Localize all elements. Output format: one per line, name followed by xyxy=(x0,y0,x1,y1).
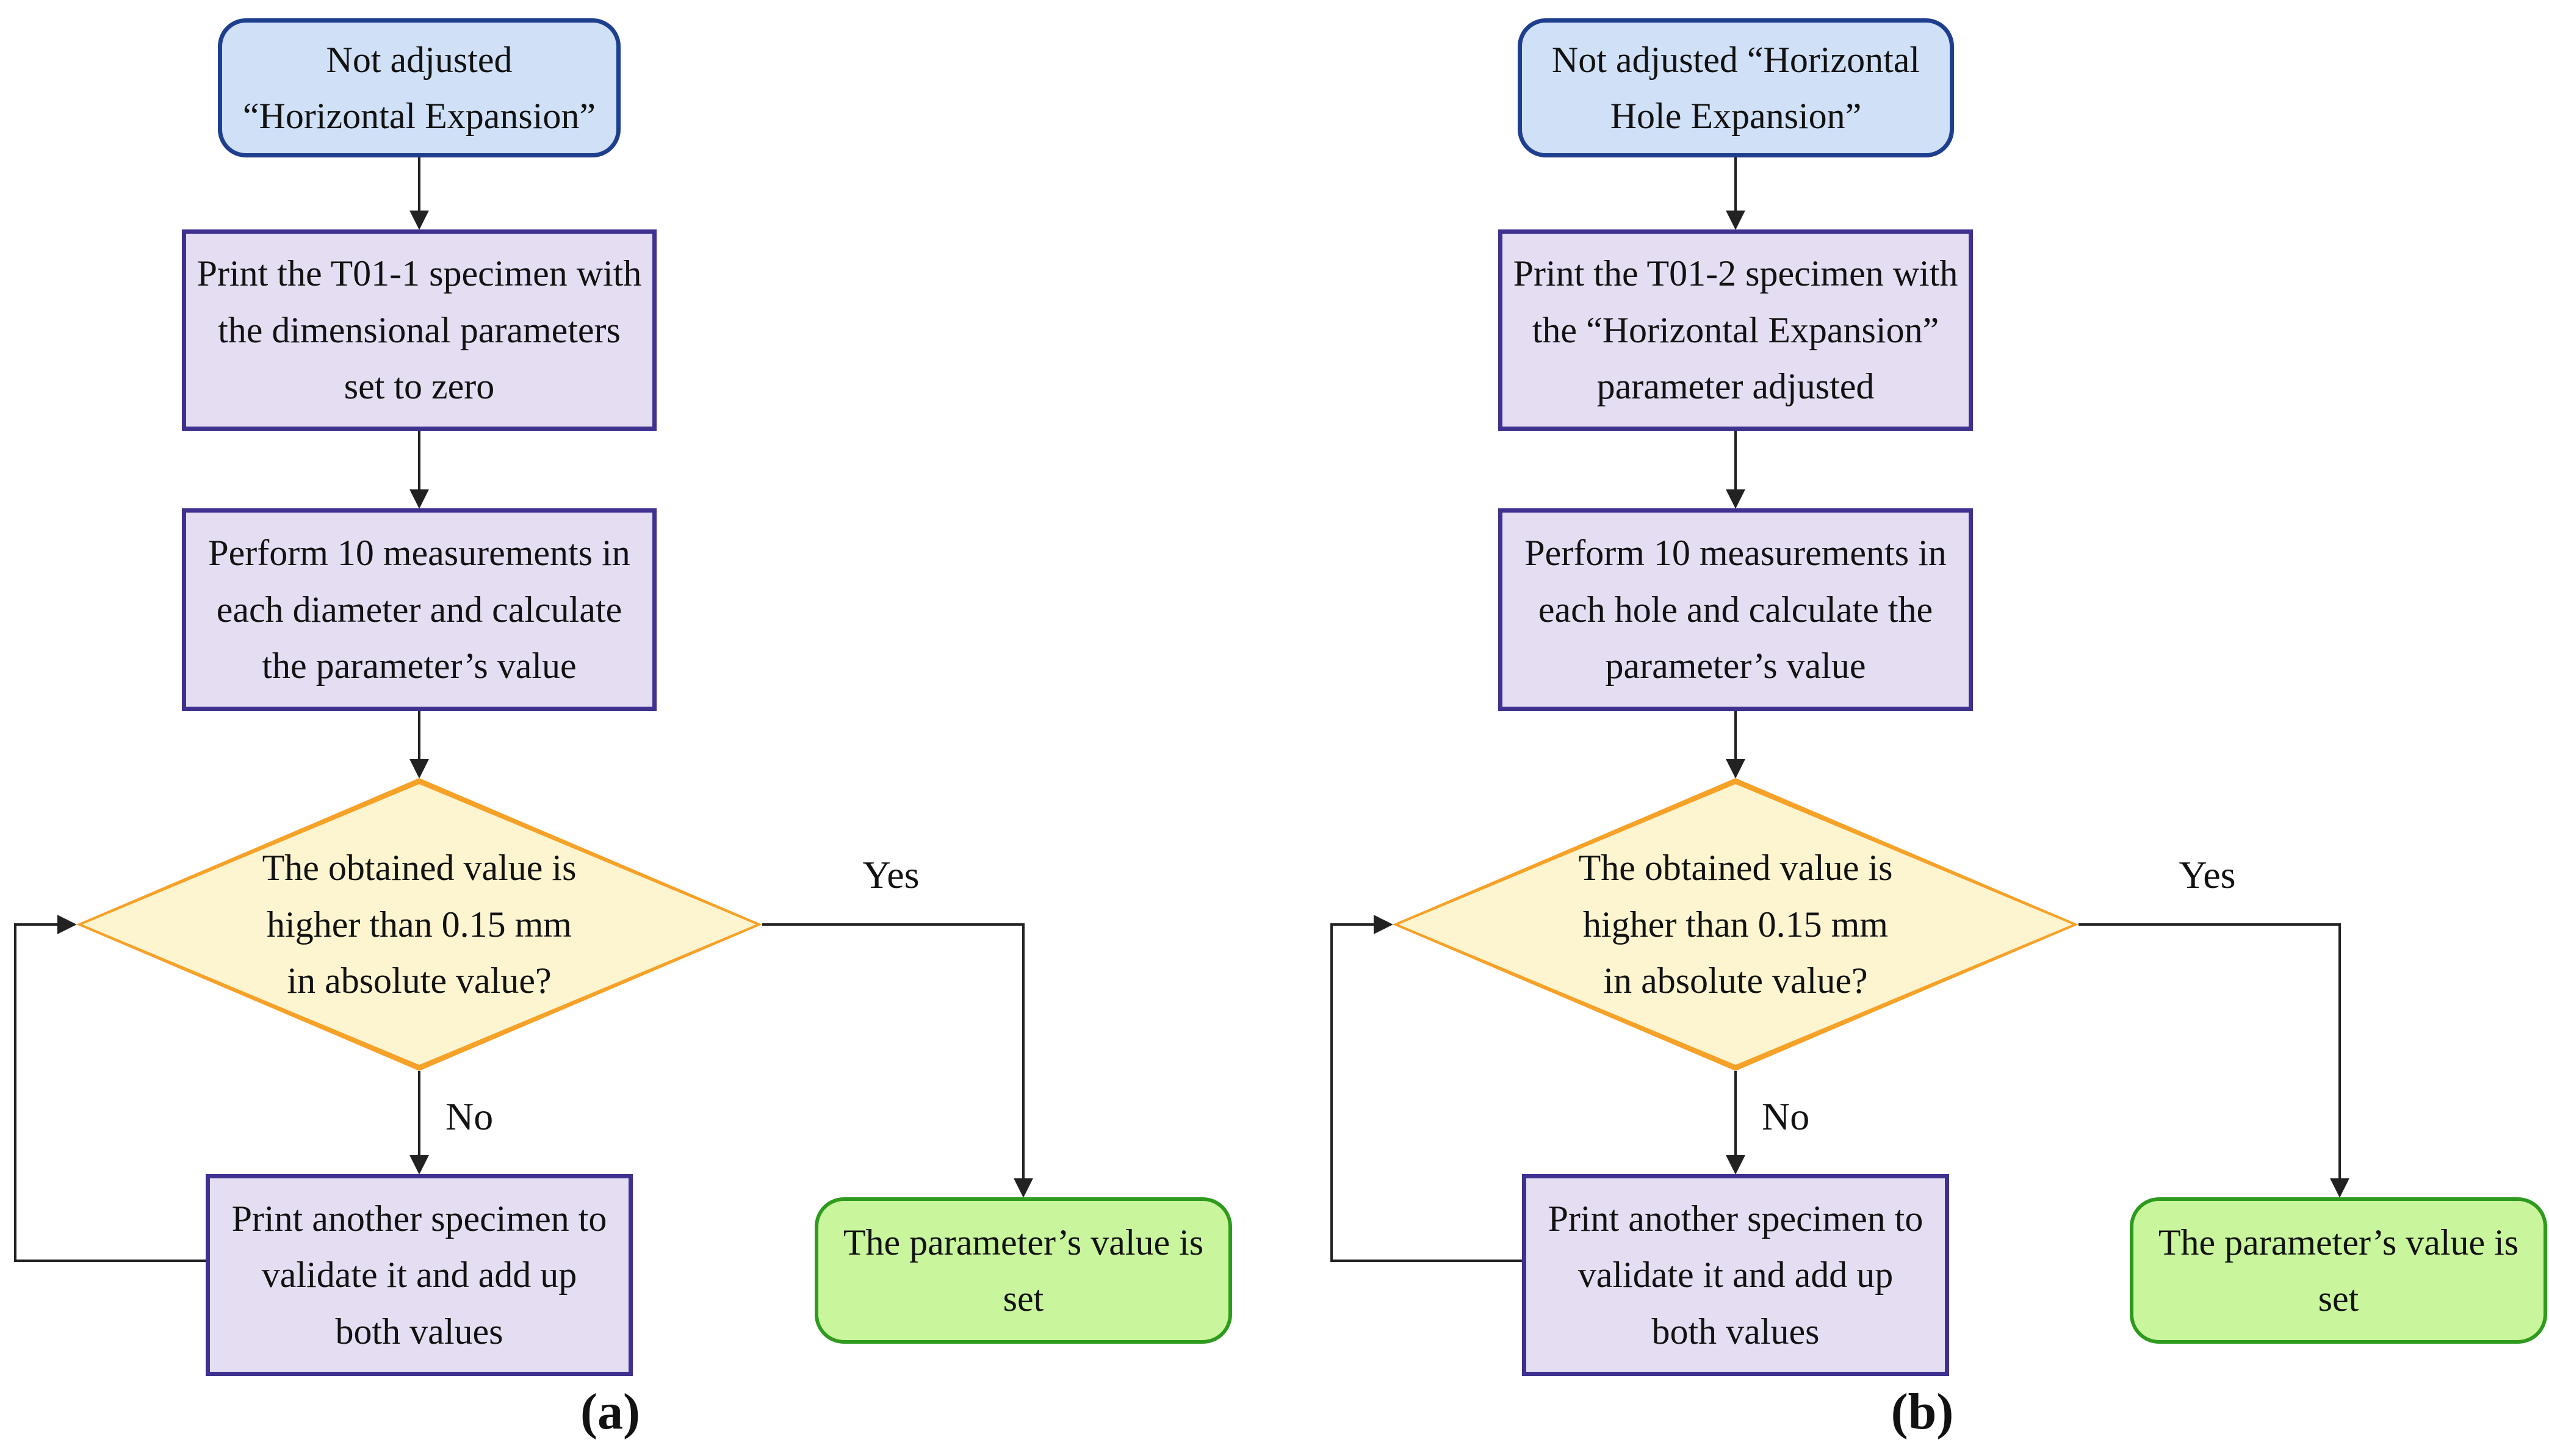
b-end-text: set xyxy=(2318,1278,2359,1319)
b-decision-text: The obtained value is higher than 0.15 m… xyxy=(1578,848,1893,1001)
b-end-text: The parameter’s value is xyxy=(2158,1222,2519,1263)
a-start-text: “Horizontal Expansion” xyxy=(242,96,596,136)
a-process1-text: Print the T01-1 specimen with xyxy=(196,253,642,294)
a-process1-node: Print the T01-1 specimen with the dimens… xyxy=(182,229,657,431)
b-process2-node: Perform 10 measurements in each hole and… xyxy=(1498,508,1973,711)
a-process3-node: Print another specimen to validate it an… xyxy=(206,1174,633,1376)
edge-a-loop-to-decision xyxy=(14,915,206,1262)
a-no-label: No xyxy=(445,1095,494,1138)
b-process1-text: Print the T01-2 specimen with xyxy=(1513,253,1958,294)
b-process3-text: both values xyxy=(1651,1311,1820,1352)
a-end-text: The parameter’s value is xyxy=(843,1222,1204,1263)
a-process2-node: Perform 10 measurements in each diameter… xyxy=(182,508,657,711)
a-process3-text: both values xyxy=(335,1311,503,1352)
a-yes-label: Yes xyxy=(862,853,920,896)
a-process3-text: Print another specimen to xyxy=(231,1198,607,1239)
b-process3-text: validate it and add up xyxy=(1577,1255,1894,1296)
b-process1-node: Print the T01-2 specimen with the “Horiz… xyxy=(1498,229,1973,431)
a-process1-text: the dimensional parameters xyxy=(218,309,621,350)
a-end-node: The parameter’s value is set xyxy=(815,1197,1232,1344)
a-process2-text: Perform 10 measurements in xyxy=(208,533,630,574)
b-yes-label: Yes xyxy=(2179,853,2236,896)
a-process3-text: validate it and add up xyxy=(261,1255,577,1296)
b-process3-text: Print another specimen to xyxy=(1548,1198,1923,1239)
b-process2-text: each hole and calculate the xyxy=(1538,589,1933,630)
a-process1-text: set to zero xyxy=(344,366,495,407)
a-process2-text: the parameter’s value xyxy=(262,646,577,687)
a-decision-text: The obtained value is higher than 0.15 m… xyxy=(262,848,577,1001)
b-process2-text: Perform 10 measurements in xyxy=(1524,533,1947,574)
edge-b-yes-to-end xyxy=(2078,923,2349,1198)
b-start-text: Not adjusted “Horizontal xyxy=(1551,39,1920,80)
b-start-text: Hole Expansion” xyxy=(1610,96,1862,136)
a-start-node: Not adjusted “Horizontal Expansion” xyxy=(218,18,621,157)
b-process1-text: parameter adjusted xyxy=(1596,366,1875,407)
a-caption: (a) xyxy=(580,1383,640,1440)
edge-a-yes-to-end xyxy=(762,923,1033,1198)
b-start-node: Not adjusted “Horizontal Hole Expansion” xyxy=(1518,18,1954,157)
edge-b-loop-to-decision xyxy=(1330,915,1522,1262)
a-end-text: set xyxy=(1003,1278,1044,1319)
b-process3-node: Print another specimen to validate it an… xyxy=(1522,1174,1949,1376)
b-no-label: No xyxy=(1762,1095,1810,1138)
a-start-text: Not adjusted xyxy=(326,39,513,80)
b-process2-text: parameter’s value xyxy=(1605,646,1866,687)
a-process2-text: each diameter and calculate xyxy=(216,589,622,630)
b-end-node: The parameter’s value is set xyxy=(2130,1197,2547,1344)
b-caption: (b) xyxy=(1891,1383,1954,1440)
b-process1-text: the “Horizontal Expansion” xyxy=(1532,309,1939,350)
